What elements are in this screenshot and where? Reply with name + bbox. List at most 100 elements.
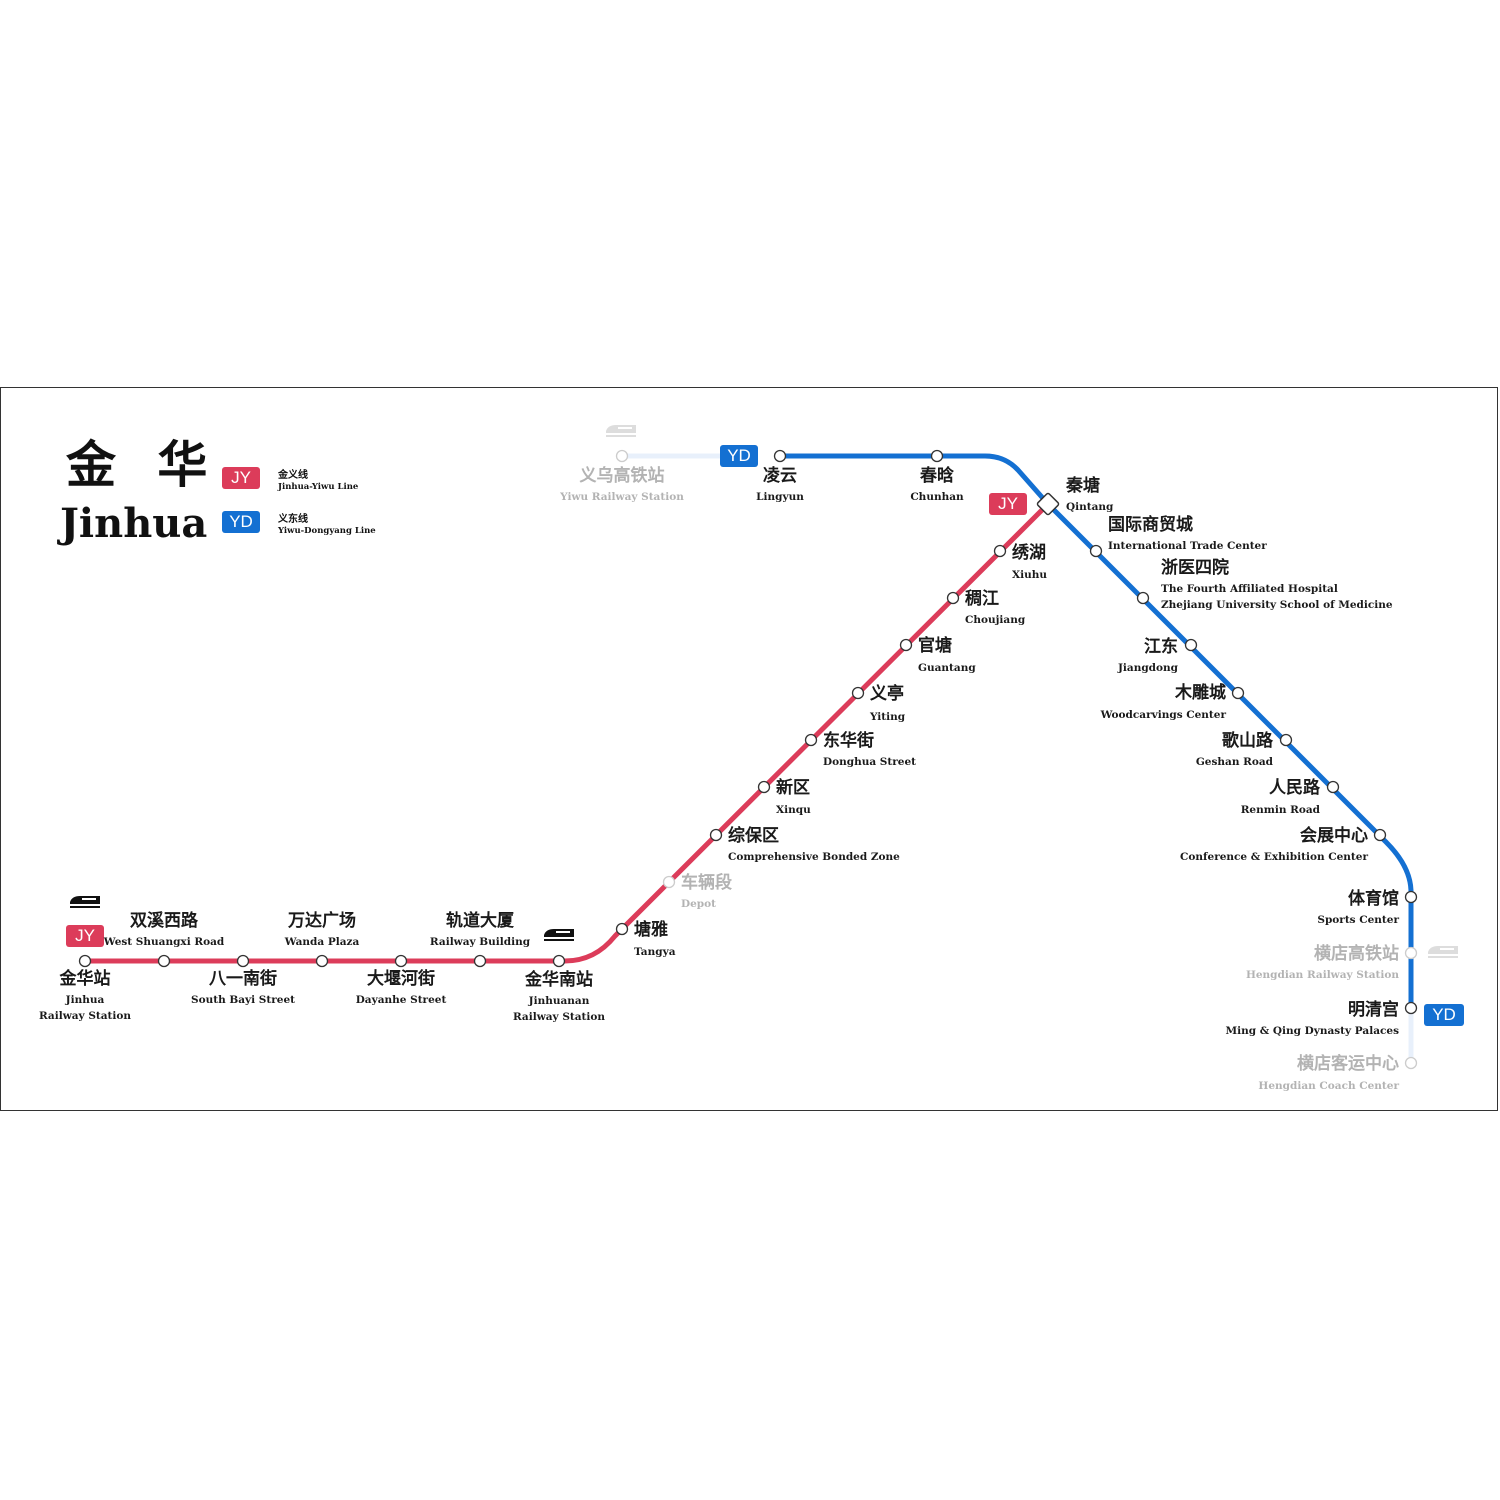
station-label-en: Conference & Exhibition Center — [1180, 851, 1368, 863]
station-label-zh[interactable]: 江东 — [1144, 637, 1178, 657]
station-label-en: West Shuangxi Road — [103, 936, 225, 948]
station-label-en: Zhejiang University School of Medicine — [1161, 599, 1393, 611]
station-label-zh[interactable]: 绣湖 — [1012, 543, 1046, 563]
station-marker-huizhan[interactable] — [1373, 828, 1387, 842]
station-label-zh[interactable]: 双溪西路 — [130, 911, 198, 931]
station-label-zh[interactable]: 凌云 — [763, 466, 797, 486]
station-marker-yiwu-rail[interactable] — [615, 449, 629, 463]
station-marker-xiuhu[interactable] — [993, 544, 1007, 558]
station-label-en: Qintang — [1066, 501, 1114, 513]
station-label-zh[interactable]: 人民路 — [1269, 778, 1320, 798]
legend-name-en-yd: Yiwu-Dongyang Line — [278, 526, 376, 536]
line-badge-jy-qintang[interactable]: JY — [989, 493, 1027, 515]
station-label-zh[interactable]: 横店客运中心 — [1297, 1054, 1399, 1074]
line-badge-yd-south[interactable]: YD — [1424, 1004, 1464, 1026]
station-label-zh[interactable]: 体育馆 — [1348, 889, 1399, 909]
station-label-zh[interactable]: 车辆段 — [681, 873, 732, 893]
station-marker-tangya[interactable] — [615, 922, 629, 936]
map-title-chinese: 金 华 — [66, 436, 220, 494]
station-marker-yiting[interactable] — [851, 686, 865, 700]
station-label-zh[interactable]: 横店高铁站 — [1314, 944, 1399, 964]
station-label-zh[interactable]: 稠江 — [965, 589, 999, 609]
station-label-en: Jiangdong — [1117, 662, 1178, 674]
station-marker-jinhua-station[interactable] — [78, 954, 92, 968]
map-frame — [0, 387, 1498, 1111]
station-label-zh[interactable]: 轨道大厦 — [446, 911, 514, 931]
station-label-zh[interactable]: 春晗 — [920, 466, 954, 486]
station-marker-hospital[interactable] — [1136, 591, 1150, 605]
station-label-en: Jinhuanan — [528, 995, 590, 1007]
station-label-zh[interactable]: 秦塘 — [1066, 476, 1100, 496]
station-label-en: Chunhan — [910, 491, 964, 503]
station-label-zh[interactable]: 八一南街 — [209, 969, 277, 989]
station-label-en: Choujiang — [965, 614, 1026, 626]
station-label-en: The Fourth Affiliated Hospital — [1161, 583, 1338, 595]
station-label-zh[interactable]: 会展中心 — [1300, 826, 1368, 846]
station-marker-xinqu[interactable] — [757, 780, 771, 794]
station-label-en: Ming & Qing Dynasty Palaces — [1225, 1025, 1399, 1037]
station-label-zh[interactable]: 义乌高铁站 — [579, 466, 665, 486]
legend-name-en-jy: Jinhua-Yiwu Line — [278, 482, 359, 492]
station-marker-renmin[interactable] — [1326, 780, 1340, 794]
station-marker-guidao[interactable] — [473, 954, 487, 968]
line-badge-jy-west[interactable]: JY — [66, 925, 104, 947]
station-label-zh[interactable]: 木雕城 — [1175, 683, 1226, 703]
station-marker-bayi[interactable] — [236, 954, 250, 968]
station-label-zh[interactable]: 明清宫 — [1348, 1000, 1399, 1020]
station-label-en: Tangya — [634, 946, 676, 958]
jy-line-route — [82, 501, 1051, 964]
station-marker-dayanhe[interactable] — [394, 954, 408, 968]
station-label-en: Railway Building — [429, 936, 531, 948]
station-label-en: Guantang — [918, 662, 976, 674]
station-marker-shuangxi[interactable] — [157, 954, 171, 968]
station-label-en: Xiuhu — [1012, 569, 1048, 581]
station-label-en: Yiting — [870, 711, 906, 723]
station-label-zh[interactable]: 东华街 — [823, 731, 874, 751]
station-label-en: Dayanhe Street — [355, 994, 447, 1006]
station-marker-lingyun[interactable] — [773, 449, 787, 463]
station-label-en: Woodcarvings Center — [1100, 709, 1226, 721]
station-label-en: Jinhua — [65, 994, 105, 1006]
line-badge-yd-north[interactable]: YD — [720, 445, 758, 467]
station-label-en: Hengdian Coach Center — [1258, 1080, 1399, 1092]
station-marker-chunhan[interactable] — [930, 449, 944, 463]
station-label-en: Donghua Street — [823, 756, 916, 768]
station-marker-mingqing[interactable] — [1404, 1001, 1418, 1015]
station-marker-geshan[interactable] — [1279, 733, 1293, 747]
station-label-zh[interactable]: 国际商贸城 — [1108, 515, 1193, 535]
station-marker-guantang[interactable] — [899, 638, 913, 652]
station-marker-trade[interactable] — [1089, 544, 1103, 558]
station-marker-depot[interactable] — [662, 875, 676, 889]
station-marker-wanda[interactable] — [315, 954, 329, 968]
station-label-en: Railway Station — [512, 1011, 606, 1023]
legend-name-zh-yd: 义东线 — [278, 514, 308, 525]
station-label-en: Wanda Plaza — [284, 936, 360, 948]
station-label-zh[interactable]: 万达广场 — [288, 911, 356, 931]
station-marker-jinhuanan[interactable] — [552, 954, 566, 968]
station-marker-jiangdong[interactable] — [1184, 638, 1198, 652]
station-marker-choujiang[interactable] — [946, 591, 960, 605]
train-icon — [544, 929, 574, 941]
station-marker-hengdian-rail[interactable] — [1404, 946, 1418, 960]
station-label-zh[interactable]: 大堰河街 — [367, 969, 435, 989]
station-label-zh[interactable]: 塘雅 — [634, 920, 668, 940]
station-label-en: Hengdian Railway Station — [1245, 969, 1399, 981]
station-label-zh[interactable]: 综保区 — [728, 826, 779, 846]
station-label-zh[interactable]: 官塘 — [918, 636, 952, 656]
station-label-zh[interactable]: 金华站 — [59, 969, 111, 989]
station-marker-donghua[interactable] — [804, 733, 818, 747]
legend-badge-jy: JY — [222, 467, 260, 489]
legend-badge-yd: YD — [222, 511, 260, 533]
station-label-zh[interactable]: 歌山路 — [1222, 731, 1273, 751]
station-marker-woodcarving[interactable] — [1231, 686, 1245, 700]
station-label-zh[interactable]: 义亭 — [870, 684, 904, 704]
station-label-en: Geshan Road — [1195, 756, 1273, 768]
station-marker-sports[interactable] — [1404, 890, 1418, 904]
station-label-zh[interactable]: 新区 — [776, 778, 810, 798]
station-marker-hengdian-coach[interactable] — [1404, 1056, 1418, 1070]
station-label-zh[interactable]: 浙医四院 — [1161, 558, 1229, 578]
station-label-en: International Trade Center — [1108, 540, 1267, 552]
station-label-zh[interactable]: 金华南站 — [525, 970, 593, 990]
station-marker-zongbao[interactable] — [709, 828, 723, 842]
interchange-marker-qintang[interactable] — [1036, 492, 1060, 516]
